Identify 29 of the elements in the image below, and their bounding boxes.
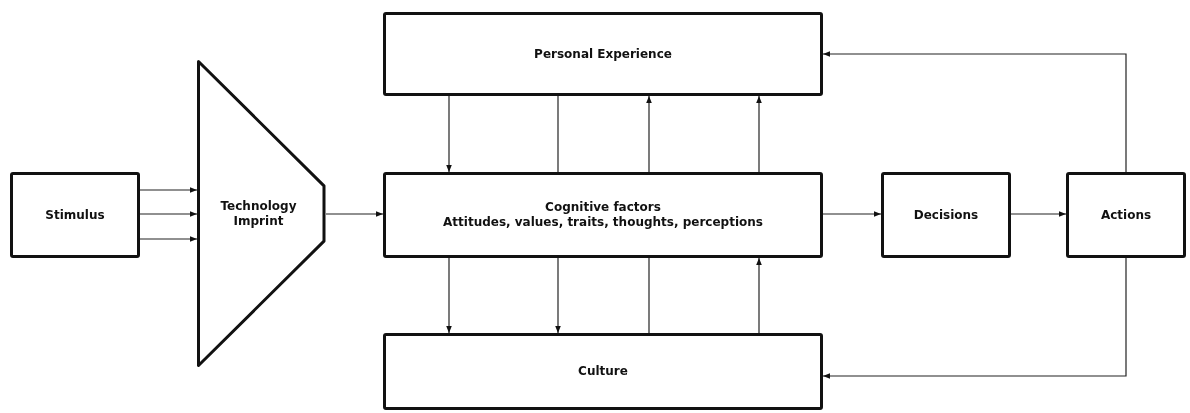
process-box [10, 172, 140, 258]
process-box [881, 172, 1011, 258]
process-box [383, 172, 823, 258]
trapezoid-shape [197, 60, 326, 367]
process-box [383, 12, 823, 96]
arrow [756, 95, 762, 173]
arrow [1010, 211, 1067, 217]
arrow [756, 257, 762, 334]
arrow [139, 211, 198, 217]
node-label: Culture [578, 364, 628, 379]
arrow [646, 95, 652, 173]
node-label: Stimulus [45, 207, 105, 223]
arrow [446, 257, 452, 334]
arrow [822, 51, 1127, 173]
arrow [555, 257, 561, 334]
arrow [446, 95, 452, 173]
node-label: Technology Imprint [219, 198, 298, 229]
arrow [139, 236, 198, 242]
node-label: Decisions [913, 207, 979, 223]
node-label: Personal Experience [534, 46, 672, 62]
process-box [1066, 172, 1186, 258]
node-label: Actions [1100, 207, 1152, 223]
node-label: Attitudes, values, traits, thoughts, perceptions [443, 215, 763, 230]
node-label: Cognitive factors [545, 200, 661, 215]
arrow [822, 257, 1127, 379]
process-box [383, 333, 823, 410]
arrow [822, 211, 882, 217]
arrow [139, 187, 198, 193]
arrow [325, 211, 384, 217]
